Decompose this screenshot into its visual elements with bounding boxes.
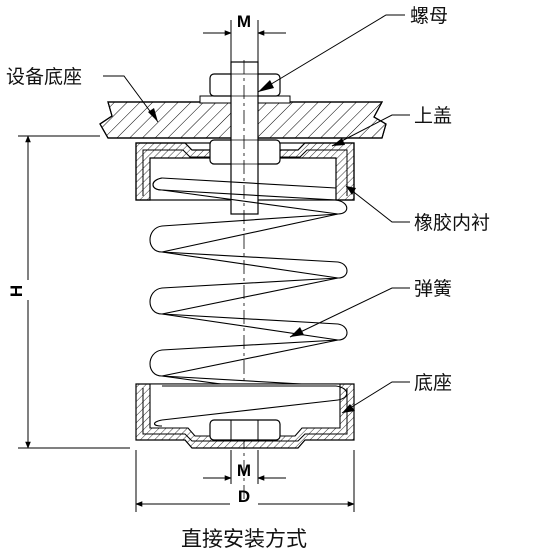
h-dimension <box>18 135 130 449</box>
leader-arrowheads <box>148 80 356 413</box>
bottom-m-dimension <box>203 450 286 484</box>
nut-label: 螺母 <box>410 5 448 27</box>
rubber-liner-label: 橡胶内衬 <box>414 212 490 234</box>
top-cover-label: 上盖 <box>414 105 452 127</box>
spring-lower-coils <box>153 385 348 427</box>
h-label: H <box>7 285 26 297</box>
top-m-dimension <box>203 20 286 62</box>
leader-lines <box>103 14 410 414</box>
top-m-label: M <box>237 12 251 31</box>
spring-label: 弹簧 <box>414 278 452 300</box>
d-label: D <box>238 487 250 506</box>
base-nut <box>209 419 281 441</box>
caption: 直接安装方式 <box>181 527 307 551</box>
bottom-m-label: M <box>237 461 251 480</box>
base-label: 底座 <box>414 372 452 394</box>
equipment-base-label: 设备底座 <box>6 66 82 88</box>
d-dimension <box>135 450 355 512</box>
base-cup <box>135 383 355 449</box>
bolt <box>230 61 259 215</box>
